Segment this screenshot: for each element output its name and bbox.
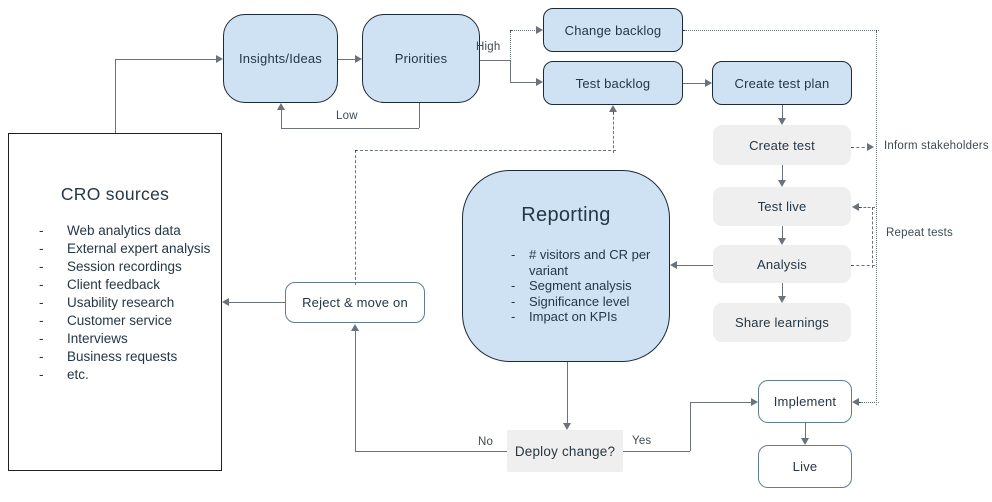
arrowhead-into-create-test bbox=[778, 118, 786, 125]
arrowhead-into-create-test-plan bbox=[705, 79, 712, 87]
connector-testlive-analysis bbox=[782, 226, 783, 238]
connector-dotted-to-changebacklog bbox=[510, 30, 539, 31]
edge-label-high: High bbox=[476, 41, 501, 53]
connector-cro-insights bbox=[115, 59, 216, 60]
arrowhead-into-reject bbox=[351, 324, 359, 331]
edge-label-low: Low bbox=[336, 110, 358, 122]
arrowhead-into-reporting bbox=[670, 261, 677, 269]
connector-low-horizontal bbox=[281, 128, 419, 129]
list-item: Customer service bbox=[39, 312, 221, 330]
connector-deploy-no-left bbox=[355, 451, 507, 452]
connector-testbacklog-plan bbox=[683, 83, 705, 84]
node-test-live: Test live bbox=[713, 187, 851, 226]
reporting-list: # visitors and CR per variantSegment ana… bbox=[463, 247, 669, 325]
node-test-backlog: Test backlog bbox=[543, 61, 683, 105]
arrowhead-into-deploy-change bbox=[563, 423, 571, 430]
reporting-title: Reporting bbox=[521, 204, 611, 226]
connector-dotted-into-implement bbox=[859, 402, 879, 403]
list-item: Segment analysis bbox=[511, 278, 663, 294]
arrowhead-into-live bbox=[801, 438, 809, 445]
list-item: etc. bbox=[39, 366, 221, 384]
arrowhead-repeat-into-test-live bbox=[852, 203, 859, 211]
connector-dotted-changebacklog-right bbox=[683, 30, 879, 31]
connector-createtest-testlive bbox=[782, 165, 783, 180]
list-item: Usability research bbox=[39, 294, 221, 312]
connector-cro-up bbox=[115, 59, 116, 133]
node-change-backlog: Change backlog bbox=[543, 8, 683, 52]
edge-label-repeat-tests: Repeat tests bbox=[886, 227, 953, 239]
connector-reporting-deploy bbox=[567, 362, 568, 423]
list-item: External expert analysis bbox=[39, 240, 221, 258]
list-item: Significance level bbox=[511, 294, 663, 310]
arrowhead-low-into-insights bbox=[277, 103, 285, 110]
list-item: Web analytics data bbox=[39, 222, 221, 240]
list-item: Client feedback bbox=[39, 276, 221, 294]
connector-low-up bbox=[281, 110, 282, 128]
arrowhead-into-analysis bbox=[778, 238, 786, 245]
node-create-test: Create test bbox=[713, 125, 851, 165]
edge-label-yes: Yes bbox=[632, 435, 652, 447]
connector-priorities-low-down bbox=[419, 103, 420, 128]
node-implement: Implement bbox=[758, 380, 852, 423]
connector-priorities-junction bbox=[480, 60, 510, 61]
list-item: Impact on KPIs bbox=[511, 309, 663, 325]
connector-yes-up bbox=[690, 402, 691, 451]
list-item: Session recordings bbox=[39, 258, 221, 276]
node-live: Live bbox=[758, 445, 852, 488]
arrowhead-inform-stakeholders bbox=[867, 143, 874, 151]
node-analysis: Analysis bbox=[713, 245, 851, 283]
cro-sources-list: Web analytics dataExternal expert analys… bbox=[9, 222, 221, 384]
connector-dashed-into-testlive bbox=[859, 207, 875, 208]
arrowhead-into-change-backlog bbox=[536, 26, 543, 34]
arrowhead-into-share-learnings bbox=[778, 296, 786, 303]
arrowhead-into-cro-sources bbox=[222, 298, 229, 306]
node-cro-sources: CRO sources Web analytics dataExternal e… bbox=[8, 133, 222, 471]
connector-dashed-inform bbox=[851, 147, 870, 148]
connector-junction-down bbox=[510, 60, 511, 82]
connector-dashed-repeat-up bbox=[872, 207, 873, 268]
connector-dotted-junction-up bbox=[510, 30, 511, 63]
connector-high-testbacklog bbox=[510, 82, 536, 83]
connector-dotted-vertical bbox=[876, 30, 877, 405]
node-deploy-change: Deploy change? bbox=[507, 430, 623, 472]
cro-sources-title: CRO sources bbox=[60, 184, 170, 204]
node-priorities: Priorities bbox=[362, 14, 480, 103]
arrowhead-into-test-live bbox=[778, 180, 786, 187]
connector-deploy-yes-right bbox=[623, 451, 690, 452]
connector-insights-priorities bbox=[338, 59, 355, 60]
connector-analysis-reporting bbox=[677, 265, 713, 266]
arrowhead-into-test-backlog bbox=[536, 78, 543, 86]
arrowhead-dashed-into-test-backlog bbox=[609, 105, 617, 112]
arrowhead-into-priorities bbox=[355, 55, 362, 63]
node-share-learnings: Share learnings bbox=[713, 303, 851, 342]
node-reporting: Reporting # visitors and CR per variantS… bbox=[462, 170, 670, 362]
arrowhead-into-implement bbox=[751, 398, 758, 406]
list-item: # visitors and CR per variant bbox=[511, 247, 663, 278]
connector-plan-createtest bbox=[782, 105, 783, 118]
node-create-test-plan: Create test plan bbox=[712, 61, 852, 105]
connector-dashed-horizontal bbox=[355, 150, 616, 151]
connector-implement-live bbox=[805, 423, 806, 438]
node-reject-move-on: Reject & move on bbox=[285, 282, 425, 323]
arrowhead-dotted-into-implement bbox=[852, 398, 859, 406]
connector-no-up bbox=[355, 331, 356, 451]
connector-dashed-analysis-right bbox=[851, 265, 875, 266]
edge-label-inform-stakeholders: Inform stakeholders bbox=[884, 140, 989, 152]
connector-reject-cro bbox=[229, 302, 285, 303]
connector-yes-implement bbox=[690, 402, 751, 403]
connector-dashed-reject-up bbox=[355, 150, 356, 285]
edge-label-no: No bbox=[478, 436, 494, 448]
connector-analysis-share bbox=[782, 283, 783, 296]
connector-dashed-up-testbacklog bbox=[613, 112, 614, 153]
arrowhead-into-insights bbox=[216, 55, 223, 63]
list-item: Interviews bbox=[39, 330, 221, 348]
node-insights-ideas: Insights/Ideas bbox=[223, 14, 338, 103]
list-item: Business requests bbox=[39, 348, 221, 366]
